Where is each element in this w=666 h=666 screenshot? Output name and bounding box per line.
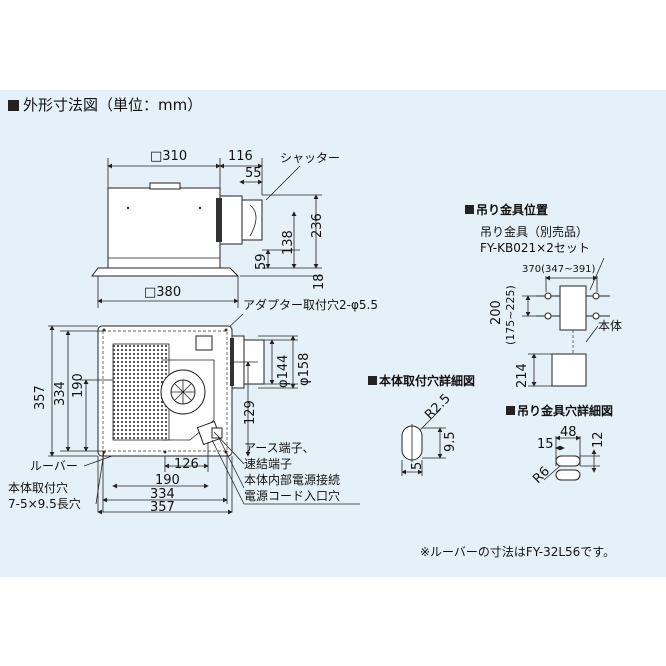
dim-12-label: 12 — [591, 431, 606, 448]
page-title: 外形寸法図（単位：mm） — [8, 94, 202, 115]
dim-48-label: 48 — [560, 425, 577, 440]
body-hole-detail: 本体取付穴詳細図 R2.5 9.5 5 — [368, 373, 475, 476]
hanger-slot-top — [555, 455, 581, 467]
body-hole-heading-icon — [368, 376, 377, 385]
body-leader — [585, 325, 599, 343]
body-hole-heading: 本体取付穴詳細図 — [379, 373, 475, 388]
dim-phi158-label: φ158 — [297, 353, 312, 386]
dim-129-label: 129 — [243, 400, 258, 425]
louver-label: ルーバー — [30, 459, 78, 473]
dim-138-label: 138 — [281, 230, 296, 255]
dim-310-label: □310 — [150, 149, 187, 164]
cord-entry-label: 電源コード入口穴 — [244, 488, 340, 503]
side-louver — [91, 267, 240, 277]
dim-5-label: 5 — [410, 462, 425, 470]
shutter-leader — [265, 165, 301, 201]
dim-380-label: □380 — [144, 285, 181, 300]
hanger-slot-bottom — [555, 469, 581, 481]
earth-terminal-label: アース端子、 — [244, 441, 315, 455]
r25-label: R2.5 — [422, 391, 454, 423]
side-adapter — [219, 195, 243, 245]
dim-334h-label: 334 — [150, 487, 175, 502]
hanger-hole-detail: 吊り金具穴詳細図 48 15 12 R6 — [506, 403, 613, 487]
dim-59-label: 59 — [254, 253, 269, 270]
dim-55-label: 55 — [245, 166, 262, 181]
r-leader — [419, 409, 441, 431]
louver-note: ※ルーバーの寸法はFY-32L56です。 — [420, 545, 615, 559]
dim-190v-label: 190 — [71, 373, 86, 398]
title-square-icon — [8, 100, 19, 111]
dim-214-label: 214 — [515, 363, 530, 388]
body-label: 本体 — [598, 319, 622, 333]
dim-334v-label: 334 — [53, 381, 68, 406]
hanger-body-top — [559, 285, 587, 331]
r6-leader — [543, 465, 561, 481]
hanger-hole-heading-icon — [506, 406, 515, 415]
side-rivet — [126, 206, 130, 210]
hanger-hole-heading: 吊り金具穴詳細図 — [517, 403, 613, 418]
internal-power-label: 本体内部電源接続 — [244, 472, 340, 487]
hanger-position-view: 吊り金具位置 吊り金具（別売品） FY-KB021×2セット 370(347~3… — [465, 202, 622, 388]
shutter-label: シャッター — [280, 151, 340, 165]
hanger-body-lower — [551, 353, 587, 387]
hanger-bolt — [544, 292, 552, 300]
dim-200-range-label: (175~225) — [504, 285, 517, 345]
mount-hole — [163, 450, 167, 454]
hanger-model-label: FY-KB021×2セット — [480, 241, 590, 255]
plan-fan-blades — [171, 380, 195, 404]
plan-scroll — [162, 359, 215, 441]
dim-126-label: 126 — [174, 457, 199, 472]
dim-370-label: 370(347~391) — [522, 264, 596, 275]
hanger-bolt — [592, 312, 600, 320]
dim-190h-label: 190 — [155, 473, 180, 488]
plan-view: 357 334 190 φ144 φ158 129 126 — [8, 325, 360, 515]
dim-phi144-label: φ144 — [276, 355, 291, 388]
mount-hole — [102, 328, 106, 332]
dim-200-label: 200 — [489, 300, 504, 325]
hanger-bolt — [592, 292, 600, 300]
cord-leader — [211, 439, 245, 505]
mount-hole — [224, 328, 228, 332]
dim-18-label: 18 — [312, 273, 327, 290]
mount-hole-leader — [95, 451, 105, 505]
hanger-heading-icon — [465, 205, 474, 214]
dim-357v-label: 357 — [33, 385, 48, 410]
shutter-flap — [249, 204, 257, 237]
hanger-leader — [589, 257, 605, 291]
side-top-cap — [149, 182, 181, 190]
plan-quick-terminal — [211, 427, 223, 439]
side-adapter-flange — [216, 198, 222, 242]
dim-95-label: 9.5 — [443, 431, 458, 452]
dim-15-label: 15 — [537, 437, 554, 452]
adapter-hole-label: アダプター取付穴2-φ5.5 — [243, 297, 378, 312]
quick-terminal-label: 速結端子 — [244, 457, 292, 471]
louver-leader — [83, 455, 113, 467]
plan-grille — [112, 343, 170, 441]
hanger-position-heading: 吊り金具位置 — [476, 202, 548, 217]
dim-116-label: 116 — [228, 149, 253, 164]
hanger-label: 吊り金具（別売品） — [480, 224, 588, 239]
mount-hole-label: 本体取付穴 — [8, 480, 68, 495]
page-title-text: 外形寸法図（単位：mm） — [23, 96, 203, 114]
side-adapter-pipe — [241, 199, 263, 241]
hanger-bolt — [544, 312, 552, 320]
dim-236-label: 236 — [310, 213, 325, 238]
power-leader — [217, 435, 245, 489]
mount-hole-size-label: 7-5×9.5長穴 — [8, 496, 81, 511]
side-rivet — [198, 206, 202, 210]
side-body — [107, 187, 221, 269]
plan-terminal-box — [195, 335, 213, 351]
dim-357h-label: 357 — [150, 500, 175, 515]
side-view: □310 116 55 シャッター 23 — [91, 149, 378, 331]
